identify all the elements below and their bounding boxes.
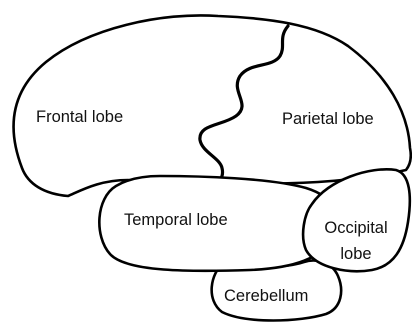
temporal-lobe-label: Temporal lobe (124, 211, 228, 229)
cerebrum-outline (14, 15, 411, 196)
cerebellum-label: Cerebellum (224, 287, 308, 305)
occipital-lobe-label-line1: Occipital (324, 219, 387, 237)
parietal-lobe-label: Parietal lobe (282, 110, 374, 128)
occipital-lobe-label-line2: lobe (340, 245, 371, 263)
frontal-lobe-label: Frontal lobe (36, 108, 123, 126)
